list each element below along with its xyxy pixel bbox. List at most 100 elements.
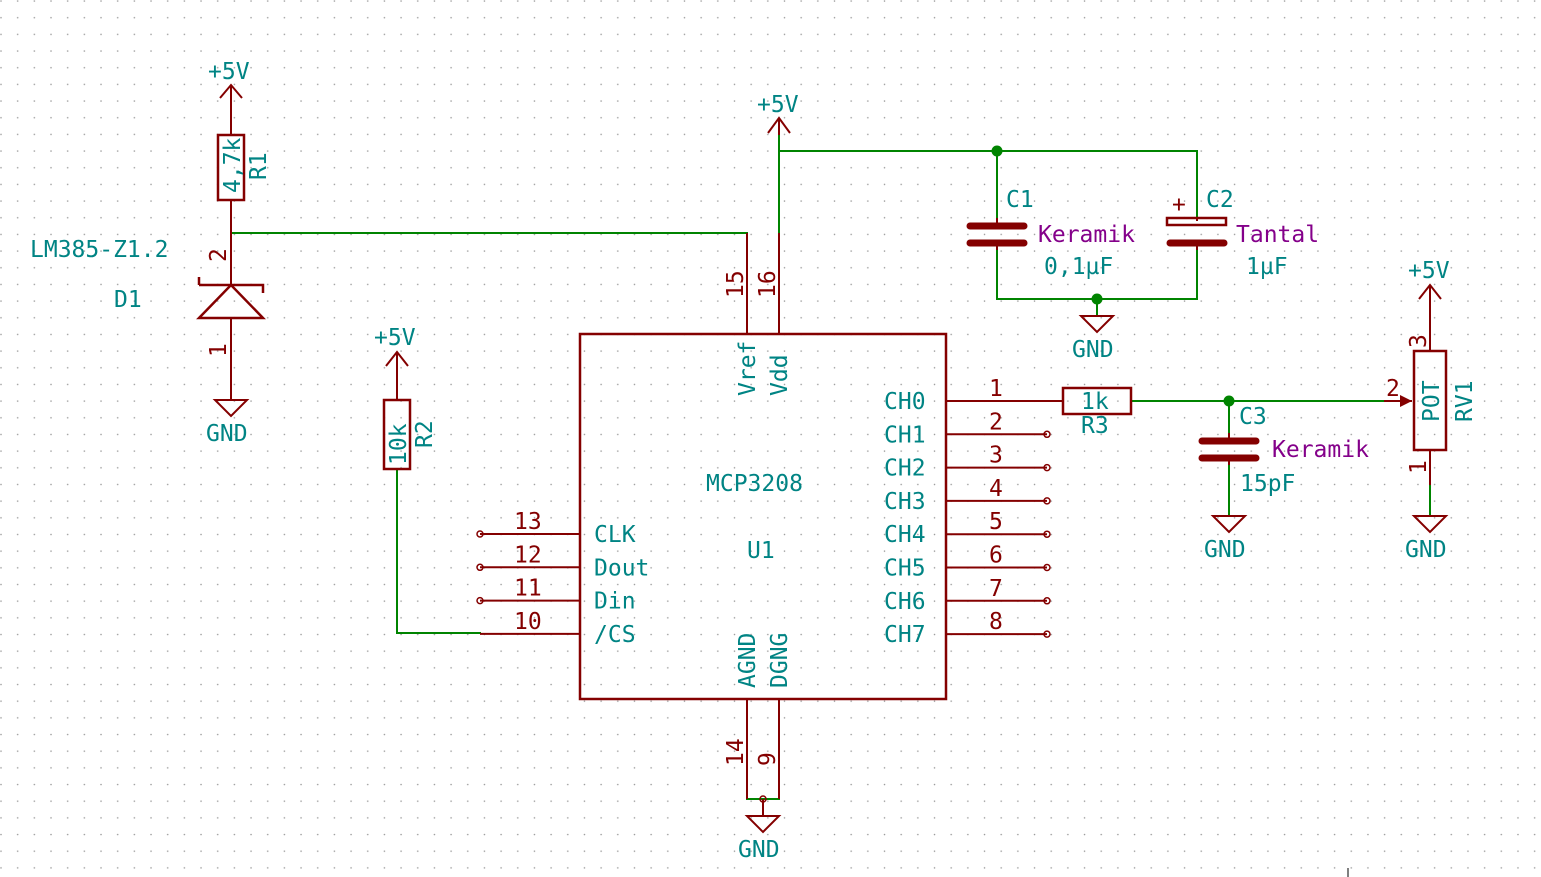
c2-polarity: +: [1172, 192, 1186, 218]
u1-pin-name: Vdd: [767, 354, 793, 396]
c2-ref: C2: [1206, 187, 1234, 213]
u1-pin-name: CH7: [884, 622, 926, 648]
power-vcc-d1: +5V: [208, 59, 250, 135]
c1-note: Keramik: [1038, 222, 1135, 248]
u1-pin-number: 1: [989, 376, 1003, 402]
power-vcc-rv1: +5V: [1408, 258, 1450, 334]
c2-value: 1µF: [1246, 254, 1288, 280]
resistor-r2[interactable]: 10k R2: [382, 398, 438, 471]
capacitor-c3[interactable]: C3 Keramik 15pF: [1198, 404, 1369, 497]
u1-pin-number: 15: [723, 270, 749, 298]
rv1-pin-1: 1: [1406, 460, 1432, 474]
c1-ref: C1: [1006, 187, 1034, 213]
d1-ref: D1: [114, 287, 142, 313]
u1-pin-name: Din: [594, 589, 636, 615]
resistor-r3[interactable]: 1k R3: [1047, 386, 1133, 439]
wire-cs-pullup: [396, 468, 481, 634]
u1-pin-number: 6: [989, 543, 1003, 569]
unconnected-pin-end: [1043, 430, 1051, 439]
ic-u1[interactable]: MCP3208 U1 1CH02CH13CH24CH35CH46CH57CH68…: [476, 233, 1051, 799]
u1-pin-number: 9: [755, 752, 781, 766]
u1-pin-name: CH4: [884, 522, 926, 548]
c3-value: 15pF: [1240, 471, 1295, 497]
power-gnd-rv1: GND: [1405, 515, 1449, 563]
gnd-label: GND: [1204, 537, 1246, 563]
capacitor-c1[interactable]: C1 Keramik 0,1µF: [966, 187, 1135, 280]
vcc-label: +5V: [208, 59, 250, 85]
u1-pin-number: 11: [514, 576, 542, 602]
unconnected-pin-end: [476, 530, 484, 538]
power-gnd-d1: GND: [206, 385, 250, 447]
d1-pin-1: 1: [206, 343, 232, 357]
u1-pin-number: 4: [989, 476, 1003, 502]
u1-pin-number: 8: [989, 609, 1003, 635]
diode-d1[interactable]: 2 1 LM385-Z1.2 D1: [30, 233, 266, 385]
u1-ref: U1: [747, 538, 775, 564]
vcc-label: +5V: [1408, 258, 1450, 284]
r2-value: 10k: [386, 423, 412, 465]
vcc-label: +5V: [757, 92, 799, 118]
u1-pin-name: /CS: [594, 622, 636, 648]
unconnected-pin-end: [476, 596, 484, 605]
power-vcc-u1: +5V: [757, 92, 799, 135]
c3-ref: C3: [1239, 404, 1267, 430]
power-gnd-caps: GND: [1072, 315, 1116, 363]
u1-pin-number: 10: [514, 609, 542, 635]
gnd-label: GND: [1405, 537, 1447, 563]
u1-pin-name: DGNG: [767, 633, 793, 688]
c2-note: Tantal: [1236, 222, 1319, 248]
u1-pin-name: CH2: [884, 456, 926, 482]
unconnected-pin-end: [1043, 463, 1051, 472]
unconnected-pin-end: [476, 563, 484, 572]
u1-pin-number: 13: [514, 509, 542, 535]
u1-pin-name: Vref: [735, 341, 761, 396]
capacitor-c2[interactable]: + C2 Tantal 1µF: [1165, 187, 1319, 280]
junctions: [991, 145, 1235, 407]
unconnected-pin-end: [1043, 630, 1051, 638]
u1-pin-name: CH0: [884, 389, 926, 415]
power-gnd-c3: GND: [1204, 515, 1248, 563]
d1-pin-2: 2: [206, 248, 232, 262]
rv1-pin-2: 2: [1386, 376, 1400, 402]
u1-pin-name: CH6: [884, 589, 926, 615]
junction-dot: [991, 145, 1003, 157]
r1-ref: R1: [246, 152, 272, 180]
wire-vdd-bus: [778, 150, 1198, 219]
junction-dot: [1223, 395, 1235, 407]
power-gnd-u1: GND: [738, 795, 782, 863]
d1-value: LM385-Z1.2: [30, 237, 168, 263]
junction-dot: [1091, 293, 1103, 305]
u1-pin-name: AGND: [735, 633, 761, 688]
r2-ref: R2: [412, 420, 438, 448]
r3-value: 1k: [1081, 389, 1109, 415]
u1-pin-name: CLK: [594, 522, 636, 548]
potentiometer-rv1[interactable]: 3 2 1 POT RV1: [1384, 334, 1478, 485]
rv1-value: POT: [1419, 380, 1445, 422]
unconnected-pin-end: [1043, 563, 1051, 572]
resistor-r1[interactable]: 4,7k R1: [216, 120, 272, 233]
gnd-label: GND: [1072, 337, 1114, 363]
u1-pin-name: CH3: [884, 489, 926, 515]
u1-pin-number: 7: [989, 576, 1003, 602]
u1-pin-number: 16: [755, 270, 781, 298]
rv1-pin-3: 3: [1406, 334, 1432, 348]
r3-ref: R3: [1081, 413, 1109, 439]
u1-pin-name: CH5: [884, 556, 926, 582]
rv1-ref: RV1: [1452, 380, 1478, 422]
u1-pin-number: 5: [989, 509, 1003, 535]
c3-note: Keramik: [1272, 437, 1369, 463]
power-vcc-r2: +5V: [374, 325, 416, 400]
u1-pin-number: 12: [514, 542, 542, 568]
vcc-label: +5V: [374, 325, 416, 351]
c1-value: 0,1µF: [1044, 254, 1113, 280]
r1-value: 4,7k: [220, 137, 246, 193]
u1-pin-number: 14: [723, 738, 749, 766]
unconnected-pin-end: [1043, 497, 1051, 505]
u1-pin-name: CH1: [884, 422, 926, 448]
u1-pin-number: 2: [989, 409, 1003, 435]
gnd-label: GND: [738, 837, 780, 863]
u1-value: MCP3208: [706, 471, 803, 497]
